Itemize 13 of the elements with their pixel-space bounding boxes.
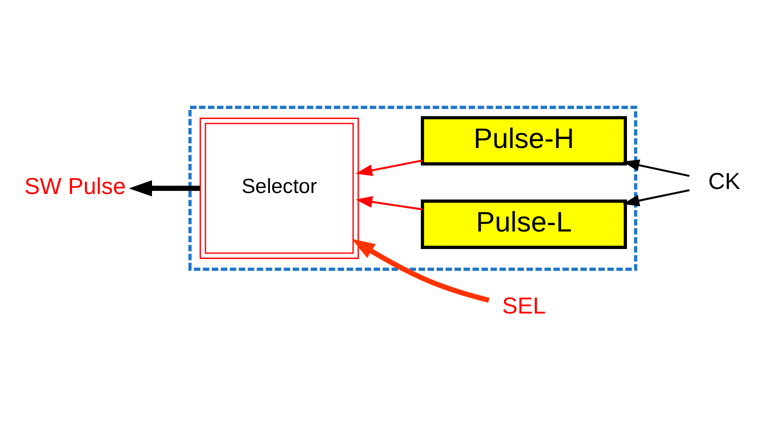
node-box: Selector (200, 118, 359, 259)
node-text: CK (708, 168, 740, 194)
cluster (188, 106, 638, 271)
arrow (622, 189, 690, 206)
arrow (352, 238, 490, 303)
node-text: SW Pulse (24, 172, 126, 199)
arrow (622, 159, 690, 177)
arrow (128, 180, 200, 196)
node-text: SEL (502, 292, 546, 318)
arrow (356, 160, 423, 176)
arrow (356, 196, 423, 210)
node-box: Pulse-H (420, 116, 627, 166)
node-box: Pulse-L (420, 200, 627, 249)
